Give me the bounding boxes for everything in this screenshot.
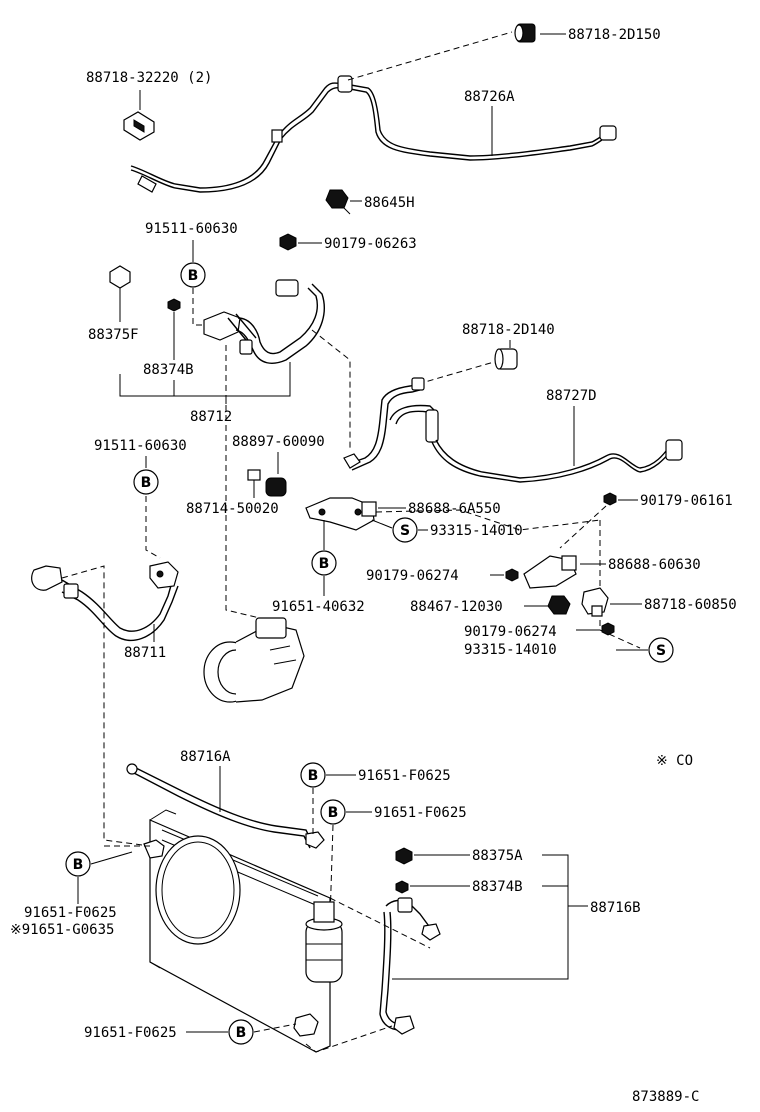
label-88897-60090: 88897-60090 <box>232 434 325 450</box>
label-91511-60630-mid: 91511-60630 <box>94 438 187 454</box>
pipe-88726A <box>130 75 617 193</box>
callout-B-5: B <box>328 805 339 821</box>
label-88711: 88711 <box>124 645 166 661</box>
receiver-drier <box>305 901 343 983</box>
label-91651-F0625-b: 91651-F0625 <box>374 805 467 821</box>
label-88712: 88712 <box>190 409 232 425</box>
label-88375F: 88375F <box>88 327 139 343</box>
callout-B-6: B <box>73 857 84 873</box>
label-90179-06161: 90179-06161 <box>640 493 733 509</box>
bracket-88688-6A550 <box>305 497 377 531</box>
part-90179-06161 <box>603 492 617 506</box>
label-91651-F0625-d: 91651-F0625 <box>84 1025 177 1041</box>
label-91651-40632: 91651-40632 <box>272 599 365 615</box>
label-88718-2D150: 88718-2D150 <box>568 27 661 43</box>
part-88714-50020 <box>247 469 261 498</box>
label-90179-06263: 90179-06263 <box>324 236 417 252</box>
label-88727D: 88727D <box>546 388 597 404</box>
pipe-88716A <box>126 763 325 849</box>
callout-B-4: B <box>308 768 319 784</box>
callout-S-1: S <box>400 523 410 539</box>
label-88645H: 88645H <box>364 195 415 211</box>
callout-B-7: B <box>236 1025 247 1041</box>
label-91651-G0635: ※91651-G0635 <box>10 922 114 938</box>
part-88718-2D140 <box>494 348 518 370</box>
part-88718-2D150 <box>514 23 536 43</box>
part-90179-06263 <box>279 233 297 251</box>
label-88718-32220: 88718-32220 (2) <box>86 70 212 86</box>
callout-B-3: B <box>319 556 330 572</box>
part-88718-60850 <box>581 587 609 617</box>
part-88897-60090 <box>265 477 287 497</box>
label-91651-F0625-c: 91651-F0625 <box>24 905 117 921</box>
label-91651-F0625-a: 91651-F0625 <box>358 768 451 784</box>
hose-88712 <box>203 279 325 364</box>
label-88718-2D140: 88718-2D140 <box>462 322 555 338</box>
label-88375A: 88375A <box>472 848 523 864</box>
callout-S-2: S <box>656 643 666 659</box>
label-90179-06274-b: 90179-06274 <box>464 624 557 640</box>
label-88688-60630: 88688-60630 <box>608 557 701 573</box>
label-90179-06274-a: 90179-06274 <box>366 568 459 584</box>
condenser <box>143 809 331 1053</box>
label-88716A: 88716A <box>180 749 231 765</box>
label-88718-60850: 88718-60850 <box>644 597 737 613</box>
hose-88711 <box>31 561 179 641</box>
callout-B-1: B <box>188 268 199 284</box>
label-88726A: 88726A <box>464 89 515 105</box>
label-88374B-bottom: 88374B <box>472 879 523 895</box>
label-93315-14010-top: 93315-14010 <box>430 523 523 539</box>
part-88467-12030 <box>547 595 571 615</box>
compressor <box>203 617 305 703</box>
note-co: ※ CO <box>656 753 693 769</box>
part-88645H <box>325 189 351 215</box>
part-88374B-bottom <box>395 880 409 894</box>
part-88374B-top <box>167 298 181 312</box>
bracket-88688-60630 <box>523 555 577 589</box>
label-91511-60630-top: 91511-60630 <box>145 221 238 237</box>
label-93315-14010-bottom: 93315-14010 <box>464 642 557 658</box>
label-88467-12030: 88467-12030 <box>410 599 503 615</box>
part-88375F <box>109 265 131 289</box>
pipe-88727D <box>343 377 683 483</box>
part-90179-06274-a <box>505 568 519 582</box>
label-88688-6A550: 88688-6A550 <box>408 501 501 517</box>
callout-B-2: B <box>141 475 152 491</box>
label-88716B: 88716B <box>590 900 641 916</box>
label-88374B-top: 88374B <box>143 362 194 378</box>
part-88718-32220 <box>123 111 155 141</box>
part-90179-06274-b <box>601 622 615 636</box>
diagram-id: 873889-C <box>632 1089 699 1105</box>
part-88375A <box>395 847 413 865</box>
label-88714-50020: 88714-50020 <box>186 501 279 517</box>
pipe-88716B <box>379 897 441 1035</box>
